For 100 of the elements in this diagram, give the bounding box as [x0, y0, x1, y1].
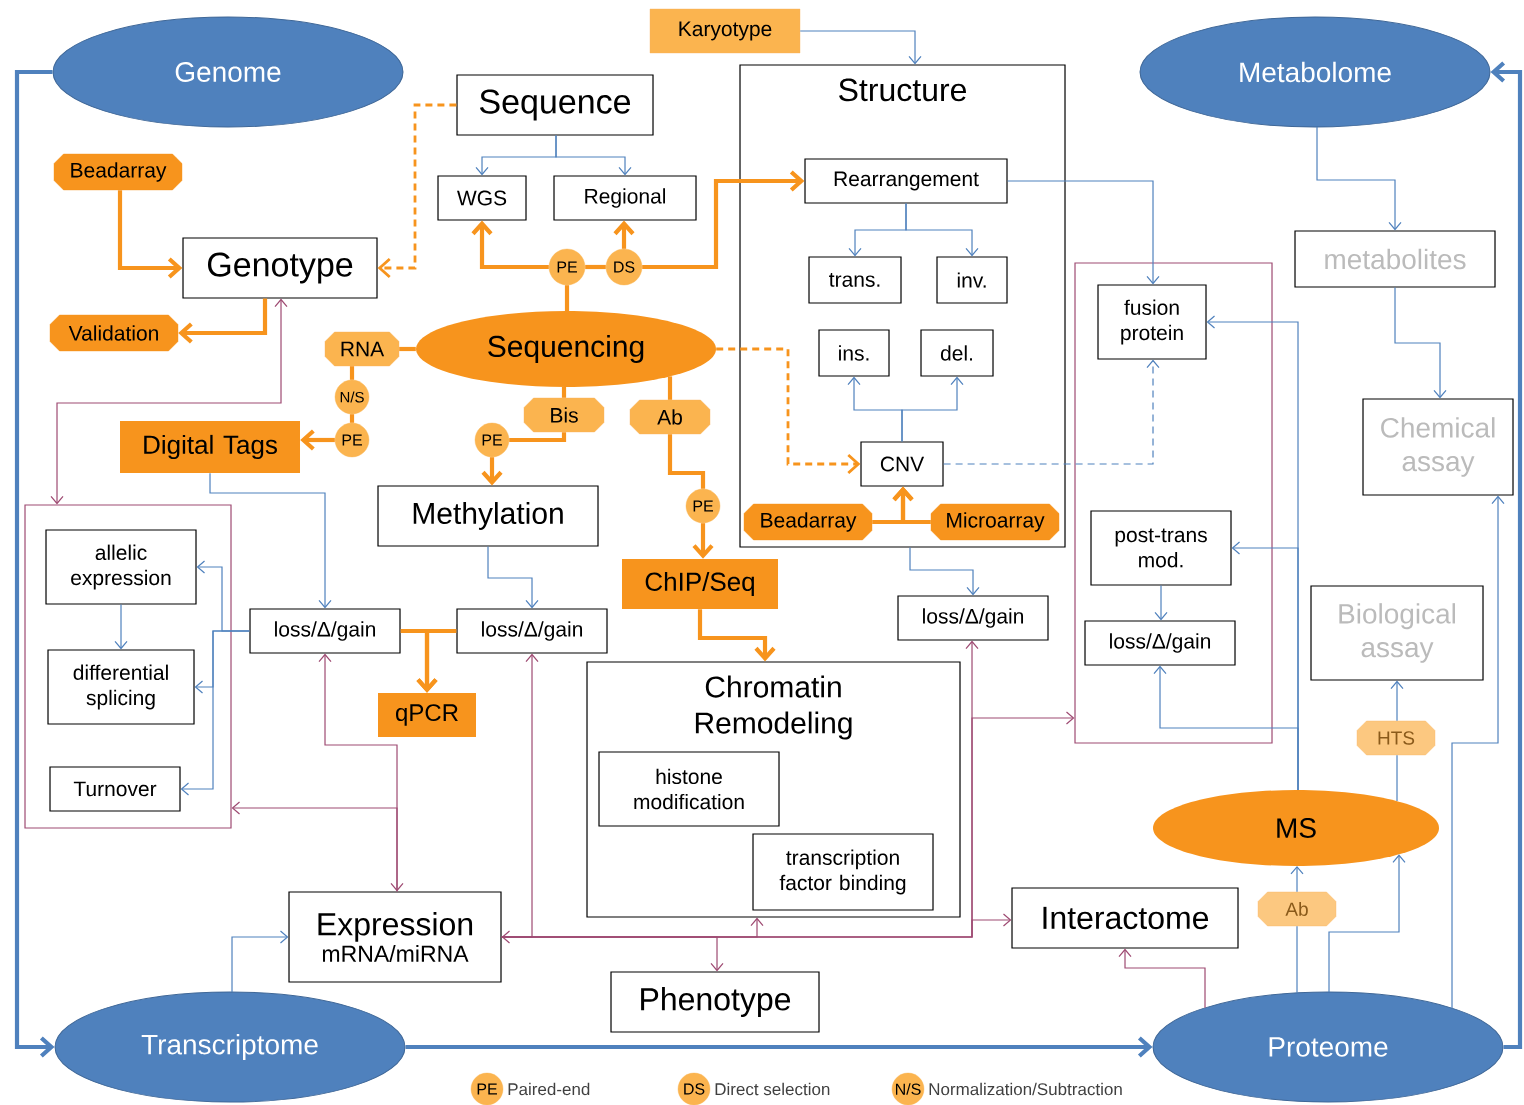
process-box: loss/Δ/gain — [249, 608, 401, 654]
process-box: Phenotype — [610, 971, 820, 1033]
arrow — [50, 298, 288, 505]
arrow — [799, 30, 922, 65]
arrow — [1490, 61, 1523, 1050]
arrow — [377, 103, 457, 279]
legend-key: DS — [677, 1072, 711, 1105]
process-box: transcription factor binding — [752, 833, 934, 911]
process-box: loss/Δ/gain — [1084, 620, 1236, 666]
connector-line — [585, 264, 606, 270]
arrow — [613, 220, 635, 249]
process-box: Sequence — [456, 74, 654, 136]
process-box: post-trans mod. — [1090, 510, 1232, 586]
arrow — [943, 359, 1160, 465]
legend-key: PE — [470, 1072, 504, 1105]
group-box — [24, 504, 232, 829]
connector-line — [349, 366, 355, 380]
arrow — [1154, 585, 1168, 621]
connector-line — [509, 432, 567, 443]
process-box: differential splicing — [47, 649, 195, 725]
method-tag: RNA — [324, 331, 400, 367]
arrow — [905, 203, 979, 257]
method-box: qPCR — [378, 693, 476, 737]
method-tag: HTS — [1356, 720, 1436, 756]
arrow — [178, 298, 268, 344]
arrow — [501, 913, 1012, 938]
arrow — [716, 347, 861, 475]
arrow — [1328, 854, 1406, 993]
arrow — [481, 457, 503, 486]
arrow — [405, 1036, 1153, 1058]
arrow — [892, 486, 931, 525]
legend-text: Paired-end — [508, 1082, 590, 1096]
legend-text: Normalization/Subtraction — [929, 1082, 1122, 1096]
arrow — [1451, 495, 1505, 1009]
arrow — [1390, 680, 1404, 722]
process-box: inv. — [936, 256, 1008, 304]
process-box: Genotype — [182, 237, 378, 299]
connector-line — [1296, 925, 1298, 994]
arrow — [1290, 866, 1304, 893]
process-box: trans. — [808, 256, 902, 304]
connector-line — [561, 387, 567, 398]
connector-line — [349, 414, 355, 423]
method-tag: Microarray — [930, 503, 1060, 541]
method-tag: Beadarray — [743, 503, 873, 541]
arrow — [1153, 665, 1299, 791]
arrow — [114, 604, 128, 650]
process-box: fusion protein — [1097, 284, 1207, 360]
process-box: histone modification — [598, 751, 780, 827]
process-box: loss/Δ/gain — [897, 595, 1049, 641]
arrow — [416, 628, 457, 693]
connector-line — [399, 346, 416, 352]
connector-line — [667, 434, 706, 489]
process-box: loss/Δ/gain — [456, 608, 608, 654]
process-box: Chemical assay — [1362, 398, 1514, 496]
arrow — [555, 135, 632, 176]
process-box: allelic expression — [45, 529, 197, 605]
arrow — [501, 653, 539, 944]
method-tag: Validation — [49, 314, 179, 352]
method-tag: Ab — [1257, 891, 1337, 927]
method-tag: Ab — [629, 399, 711, 435]
arrow — [1118, 948, 1206, 1009]
arrow — [697, 609, 776, 662]
method-box: ChIP/Seq — [622, 559, 778, 609]
process-box: del. — [920, 329, 994, 377]
group-box — [1074, 262, 1273, 744]
arrow — [1316, 126, 1402, 231]
arrow — [901, 376, 964, 442]
process-box: Methylation — [377, 485, 599, 547]
method-box: Karyotype — [649, 8, 801, 54]
legend-text: Direct selection — [715, 1082, 830, 1096]
arrow — [14, 69, 55, 1058]
arrow — [231, 930, 289, 993]
process-box: Expression mRNA/miRNA — [288, 891, 502, 983]
arrow — [1007, 180, 1160, 285]
process-box: ins. — [818, 329, 890, 377]
arrow — [300, 429, 335, 451]
arrow — [318, 653, 404, 892]
method-tag: Bis — [523, 397, 605, 433]
arrow — [909, 547, 980, 596]
legend-key: N/S — [891, 1072, 925, 1105]
method-box: Digital Tags — [120, 421, 300, 473]
process-box: CNV — [860, 441, 944, 487]
arrow — [487, 546, 539, 609]
method-tag: Beadarray — [53, 153, 183, 191]
process-box: Interactome — [1011, 887, 1239, 949]
arrow — [180, 630, 250, 796]
arrow — [117, 190, 183, 279]
arrow — [209, 472, 332, 609]
arrow — [471, 220, 549, 270]
process-box: WGS — [437, 175, 527, 221]
process-box: Biological assay — [1310, 585, 1484, 681]
arrow — [692, 523, 714, 559]
process-box: Regional — [553, 175, 697, 221]
connector-line — [564, 285, 570, 311]
arrow — [231, 801, 398, 892]
arrow — [642, 170, 805, 270]
process-box: Rearrangement — [804, 158, 1008, 204]
process-box: metabolites — [1294, 230, 1496, 288]
process-box: Turnover — [49, 766, 181, 812]
connector-line — [667, 376, 673, 400]
